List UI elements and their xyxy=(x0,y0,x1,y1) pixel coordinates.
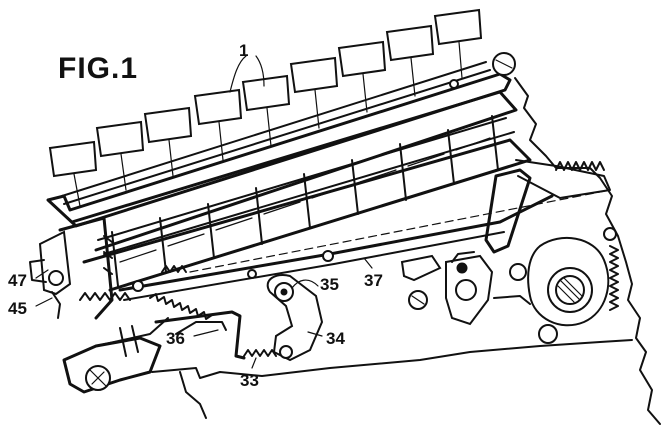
leader-34 xyxy=(307,331,323,337)
key-cap xyxy=(385,24,435,97)
callout-37: 37 xyxy=(364,271,383,290)
leader-35 xyxy=(291,279,319,289)
callout-45: 45 xyxy=(8,299,27,318)
upper-key-rail xyxy=(61,61,491,205)
leader-47 xyxy=(35,269,49,279)
right-link-arm xyxy=(484,168,532,254)
key-cap xyxy=(289,56,339,129)
bail-rod-37 xyxy=(118,194,554,292)
top-right-pin xyxy=(603,227,617,241)
upper-center-spring xyxy=(161,265,187,273)
carriage-bottom-bar xyxy=(82,138,532,292)
right-vertical-spring xyxy=(609,245,619,311)
key-cap xyxy=(95,120,145,191)
leader-45 xyxy=(35,297,53,307)
key-row xyxy=(48,8,483,207)
left-lower-spring xyxy=(79,292,131,301)
top-right-spring xyxy=(555,161,605,171)
leader-37 xyxy=(363,257,373,269)
frame-bottom-edge xyxy=(151,339,633,379)
key-cap xyxy=(433,8,483,79)
upper-gear-pin xyxy=(509,263,527,281)
lever-34 xyxy=(266,274,324,362)
right-upper-bracket xyxy=(515,159,611,199)
link-36-bar xyxy=(175,321,227,335)
middle-pawl-assembly xyxy=(445,251,494,326)
carriage-top-bar xyxy=(70,90,518,252)
leader-1b xyxy=(255,55,265,87)
leader-36 xyxy=(193,329,219,337)
key-cap xyxy=(143,106,193,177)
callout-34: 34 xyxy=(326,329,345,348)
key-cap xyxy=(337,40,387,113)
callout-1: 1 xyxy=(239,41,248,60)
middle-lower-link xyxy=(493,295,531,305)
callout-36: 36 xyxy=(166,329,185,348)
frame-break-outline xyxy=(514,77,661,425)
cage-uprights xyxy=(111,115,499,287)
frame-lower-break xyxy=(179,371,207,419)
callout-35: 35 xyxy=(320,275,339,294)
left-end-bracket xyxy=(29,216,114,320)
callout-33: 33 xyxy=(240,371,259,390)
fasteners xyxy=(132,52,516,292)
gear-pin xyxy=(538,324,558,344)
callout-47: 47 xyxy=(8,271,27,290)
center-diagonal-spring xyxy=(149,293,213,320)
spring-33 xyxy=(243,349,277,357)
leader-33 xyxy=(251,357,257,369)
dashed-reference-line xyxy=(189,189,611,273)
key-cap xyxy=(48,140,98,207)
carriage-inner-rail xyxy=(97,117,515,255)
upper-frame-plate xyxy=(46,72,512,228)
bottom-left-base xyxy=(62,317,169,394)
leader-1 xyxy=(229,55,247,93)
figure-title: FIG.1 xyxy=(58,52,138,85)
cage-inner-detail xyxy=(119,137,491,263)
link-36 xyxy=(154,310,246,360)
bail-rod-37-lower xyxy=(123,231,505,301)
left-pawl xyxy=(400,254,442,310)
main-cam-assembly xyxy=(509,227,617,344)
